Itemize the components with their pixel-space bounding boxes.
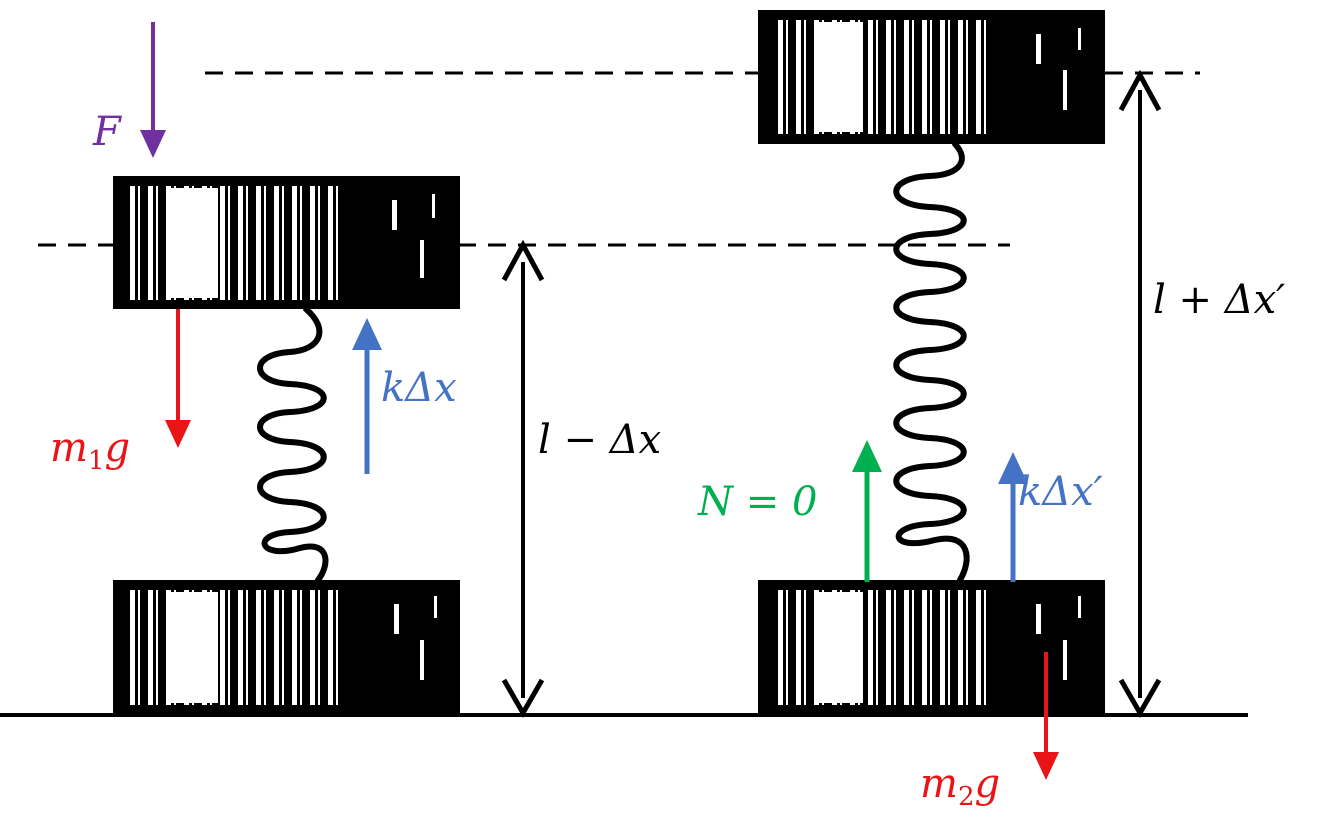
label-m1-g: g [104,425,131,471]
length-l-minus-dx-arrow [501,239,545,719]
label-kdx: kΔx [381,365,457,411]
weight-m1g-arrow [165,309,191,448]
label-m2g: m2g [920,764,1000,810]
force-f-arrow [140,22,166,158]
spring-force-kdx-prime-arrow [998,452,1028,582]
block-m1 [113,176,460,309]
label-l-minus-dx: l − Δx [538,417,662,463]
label-m2-m: m [920,761,958,807]
label-m1g: m1g [50,428,130,474]
label-m1-m: m [50,425,88,471]
label-f: F [93,109,121,155]
normal-force-n-arrow [852,440,882,582]
length-l-plus-dx-prime-arrow [1118,69,1162,719]
label-n-equals-0: N = 0 [698,479,818,525]
spring-left [257,306,329,583]
label-m2-sub: 2 [957,782,975,812]
label-kdx-prime: kΔx′ [1018,469,1103,515]
label-m2-g: g [974,761,1001,807]
block-bottom-left [113,580,460,715]
weight-m2g-arrow [1033,652,1059,780]
spring-force-kdx-arrow [352,318,382,474]
label-l-plus-dx-prime: l + Δx′ [1153,277,1286,323]
block-m2 [758,580,1105,715]
spring-right [893,141,970,583]
label-m1-sub: 1 [87,446,105,476]
block-top-right [758,10,1105,144]
